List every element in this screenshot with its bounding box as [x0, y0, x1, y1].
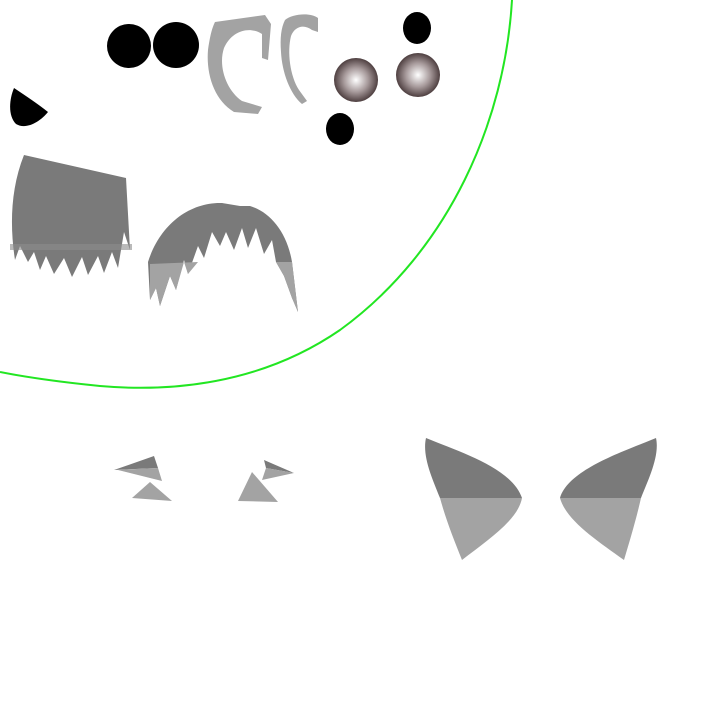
gray-hair-dome [148, 202, 298, 312]
black-dot-large-right [153, 22, 199, 68]
gray-fringe-band [10, 244, 132, 250]
black-droplet [10, 88, 48, 127]
green-boundary-curve [0, 0, 513, 389]
gray-hair-dome-lower [150, 262, 298, 312]
shaded-sphere-right [396, 53, 440, 97]
small-triangle-pair-left [114, 456, 172, 501]
large-ear-shape-right [560, 438, 657, 560]
black-dot-small-bottom [326, 113, 354, 145]
black-dot-small-top [403, 12, 431, 44]
gray-arc-left [207, 15, 271, 114]
shaded-sphere-left [334, 58, 378, 102]
black-dot-large-left [107, 24, 151, 68]
large-ear-shape-left [425, 438, 522, 560]
small-triangle-pair-right [238, 460, 294, 502]
gray-arc-right [280, 14, 318, 104]
